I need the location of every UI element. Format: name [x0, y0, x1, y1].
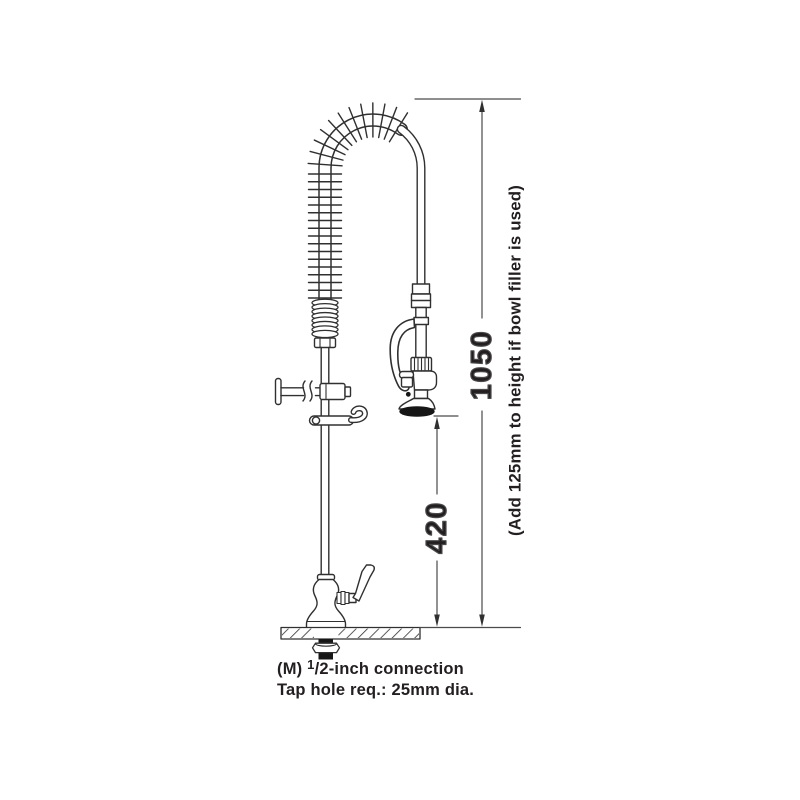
dimension-420: 420: [420, 415, 459, 627]
wall-bracket: [274, 377, 352, 406]
pole-clamp: [319, 382, 346, 401]
break-symbol: [309, 380, 313, 402]
handle-pivot-pin: [405, 391, 411, 397]
side-note: (Add 125mm to height if bowl filler is u…: [506, 185, 525, 536]
valve-body: [412, 370, 438, 391]
spray-valve-assembly: [389, 283, 438, 417]
counter-deck: [280, 626, 421, 660]
dimension-420-label: 420: [421, 501, 453, 554]
arrowhead-down: [479, 614, 485, 627]
spray-nozzle: [399, 406, 435, 417]
trigger-handle: [389, 318, 416, 392]
gooseneck-tube: [396, 124, 426, 291]
spray-bell: [398, 397, 436, 410]
arrowhead-down: [434, 614, 440, 627]
wall-plate: [274, 377, 282, 406]
spray-hook: [308, 405, 368, 426]
arrowhead-up: [479, 99, 485, 112]
caption-tap-hole: Tap hole req.: 25mm dia.: [277, 681, 475, 699]
handle-clamp: [413, 316, 430, 326]
spray-neck: [413, 389, 429, 400]
dimension-1050-label: 1050: [466, 330, 498, 401]
lever-handle: [352, 564, 376, 602]
spring-hose: [307, 102, 409, 349]
hose-coupling: [411, 283, 431, 295]
caption-connection: (M) 1/2-inch connection: [277, 657, 464, 678]
arrowhead-up: [434, 416, 440, 429]
dimension-1050: 1050: [414, 98, 522, 629]
valve-barrel: [415, 306, 427, 360]
spring-coil-tight: [311, 298, 339, 339]
caption: (M) 1/2-inch connection Tap hole req.: 2…: [277, 657, 475, 701]
faucet-base: [305, 564, 376, 629]
spring-end-fitting: [313, 337, 337, 349]
riser-pole: [320, 346, 330, 579]
break-symbol: [302, 380, 306, 402]
